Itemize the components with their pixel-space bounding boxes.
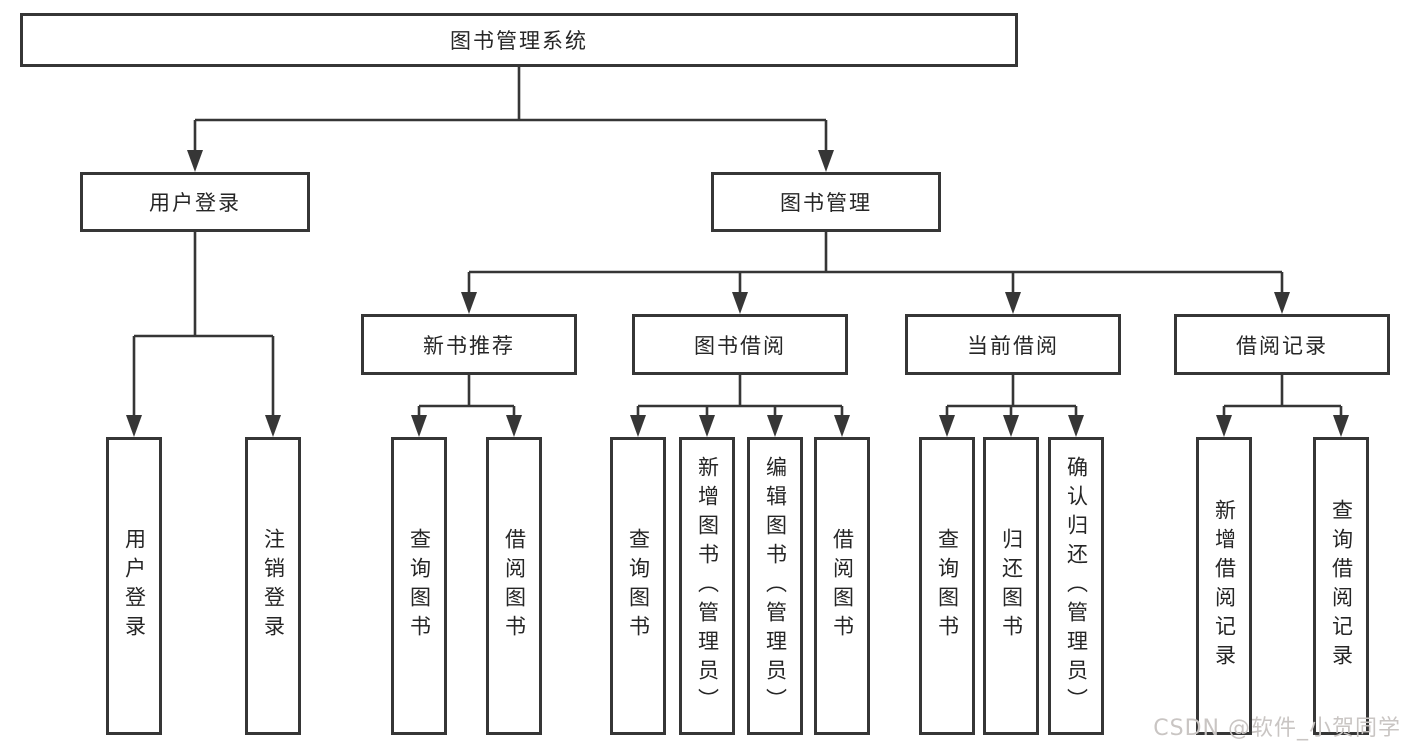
node-label: 查询图书	[935, 528, 960, 644]
node-label: 用户登录	[122, 528, 147, 644]
leaf-current-confirm-return-admin: 确认归还（管理员）	[1048, 437, 1104, 735]
leaf-borrow-borrow-books: 借阅图书	[814, 437, 870, 735]
leaf-records-add-borrow-record: 新增借阅记录	[1196, 437, 1252, 735]
leaf-newrec-borrow-books: 借阅图书	[486, 437, 542, 735]
node-book-borrowing: 图书借阅	[632, 314, 848, 375]
node-label: 借阅图书	[830, 528, 855, 644]
node-label: 确认归还（管理员）	[1064, 455, 1089, 717]
leaf-user-login: 用户登录	[106, 437, 162, 735]
node-borrowing-records: 借阅记录	[1174, 314, 1390, 375]
leaf-borrow-edit-book-admin: 编辑图书（管理员）	[747, 437, 803, 735]
node-label: 当前借阅	[967, 333, 1059, 358]
node-label: 注销登录	[261, 528, 286, 644]
node-label: 新书推荐	[423, 333, 515, 358]
node-label: 新增图书（管理员）	[695, 455, 720, 717]
node-label: 编辑图书（管理员）	[763, 455, 788, 717]
leaf-logout: 注销登录	[245, 437, 301, 735]
node-label: 图书管理	[780, 191, 872, 215]
node-label: 借阅记录	[1236, 333, 1328, 358]
node-label: 新增借阅记录	[1212, 499, 1237, 673]
node-label: 图书借阅	[694, 333, 786, 358]
leaf-borrow-query-books: 查询图书	[610, 437, 666, 735]
node-library-management-system: 图书管理系统	[20, 13, 1018, 67]
leaf-records-query-borrow-record: 查询借阅记录	[1313, 437, 1369, 735]
node-label: 用户登录	[149, 191, 241, 215]
node-label: 借阅图书	[502, 528, 527, 644]
node-book-management: 图书管理	[711, 172, 941, 232]
node-new-book-recommendation: 新书推荐	[361, 314, 577, 375]
node-label: 查询图书	[626, 528, 651, 644]
leaf-newrec-query-books: 查询图书	[391, 437, 447, 735]
node-current-borrowing: 当前借阅	[905, 314, 1121, 375]
node-label: 图书管理系统	[450, 29, 588, 53]
node-user-login: 用户登录	[80, 172, 310, 232]
leaf-current-query-books: 查询图书	[919, 437, 975, 735]
leaf-borrow-add-book-admin: 新增图书（管理员）	[679, 437, 735, 735]
csdn-watermark: CSDN @软件_小贺同学	[1153, 716, 1401, 741]
node-label: 归还图书	[999, 528, 1024, 644]
node-label: 查询图书	[407, 528, 432, 644]
node-label: 查询借阅记录	[1329, 499, 1354, 673]
leaf-current-return-books: 归还图书	[983, 437, 1039, 735]
